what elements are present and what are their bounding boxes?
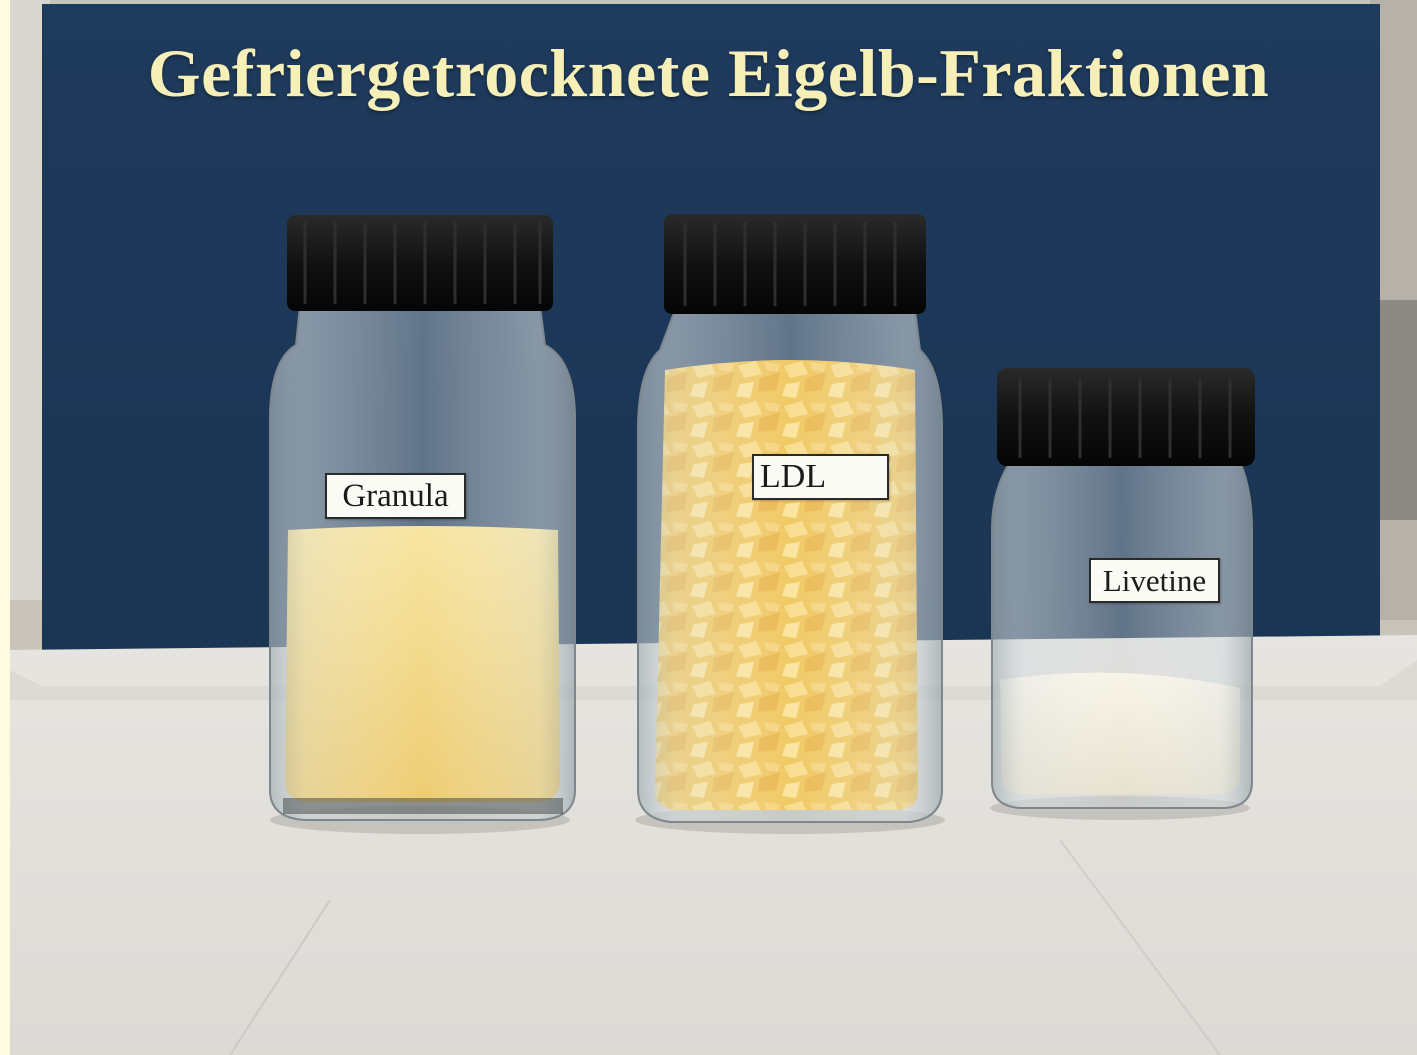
slide-title: Gefriergetrocknete Eigelb-Fraktionen: [147, 35, 1270, 111]
jar-granula: [269, 215, 576, 821]
jar-lid: [997, 368, 1255, 466]
jar-label-ldl: LDL: [752, 454, 889, 500]
jar-lid: [287, 215, 553, 311]
jar-livetine: [991, 368, 1255, 809]
jar-label-granula: Granula: [325, 473, 466, 519]
jar-ldl: [637, 214, 943, 823]
jar-label-livetine: Livetine: [1089, 558, 1220, 603]
jar-lid: [664, 214, 926, 314]
